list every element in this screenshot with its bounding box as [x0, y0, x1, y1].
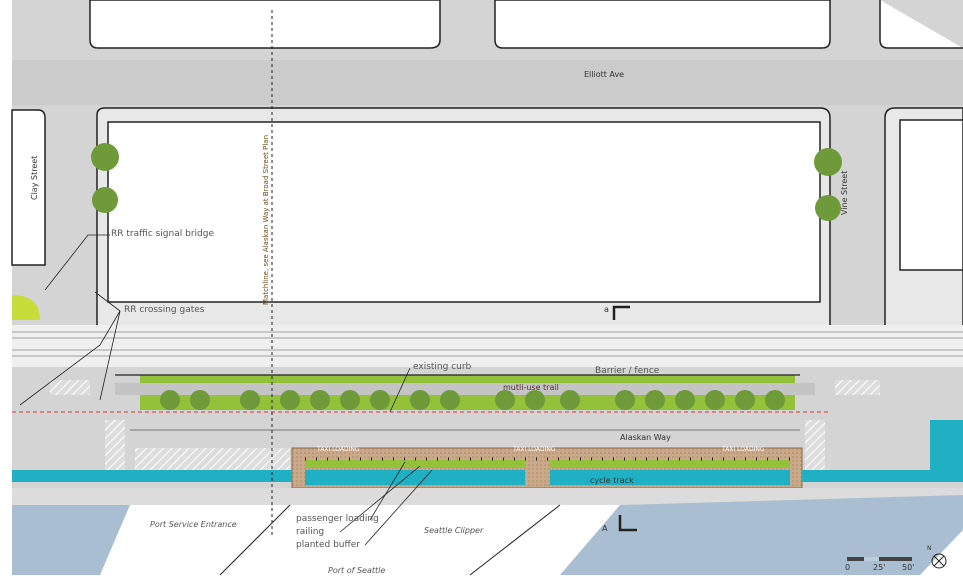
cycle-track — [12, 470, 292, 482]
street-label-alaskan: Alaskan Way — [620, 433, 671, 442]
tree-icon — [705, 390, 725, 410]
section-mark-A — [618, 515, 637, 532]
label-port-service-entrance: Port Service Entrance — [150, 520, 237, 529]
tree-icon — [735, 390, 755, 410]
tree-icon — [765, 390, 785, 410]
section-label-A: A — [602, 524, 608, 533]
crosswalk — [805, 420, 825, 470]
planted-buffer — [305, 460, 525, 468]
tree-icon — [410, 390, 430, 410]
pier-edge — [469, 504, 561, 576]
north-arrow-icon — [931, 553, 947, 569]
street-label-vine: Vine Street — [840, 170, 849, 215]
callout-passenger-loading: passenger loading — [296, 514, 379, 524]
planted-strip-lower — [140, 395, 795, 410]
callout-crossing-gates: RR crossing gates — [124, 305, 205, 315]
tree-icon — [675, 390, 695, 410]
hatched-area — [135, 448, 290, 473]
cycle-track — [305, 470, 525, 485]
taxi-loading-label: TAXI LOADING — [722, 446, 765, 453]
elliott-ave — [12, 60, 963, 105]
callout-existing-curb: existing curb — [413, 362, 472, 372]
rail-tracks — [12, 331, 963, 357]
callout-signal-bridge: RR traffic signal bridge — [111, 229, 214, 239]
block-top-mid — [494, 0, 831, 49]
planted-buffer — [550, 460, 790, 468]
label-port-of-seattle: Port of Seattle — [328, 566, 386, 575]
scale-label-50: 50' — [902, 563, 915, 572]
tree-icon — [615, 390, 635, 410]
tree-icon — [310, 390, 330, 410]
building-left — [11, 109, 46, 266]
block-top-left — [89, 0, 441, 49]
tree-icon — [815, 195, 841, 221]
tree-icon — [280, 390, 300, 410]
label-cycle-track: cycle track — [590, 476, 634, 485]
water-left — [12, 505, 130, 575]
block-top-right — [879, 0, 963, 49]
street-label-elliott: Elliott Ave — [584, 70, 625, 79]
pier-edge — [219, 504, 291, 576]
tree-icon — [92, 187, 118, 213]
tree-icon — [645, 390, 665, 410]
scale-bar — [847, 557, 864, 561]
tree-icon — [814, 148, 842, 176]
tree-icon — [495, 390, 515, 410]
section-label-a: a — [604, 305, 609, 314]
sidewalk — [12, 488, 963, 505]
crosswalk — [50, 380, 90, 395]
scale-bar — [864, 557, 879, 561]
rail-corridor — [12, 325, 963, 367]
callout-planted-buffer: planted buffer — [296, 540, 360, 550]
scale-bar — [879, 557, 912, 561]
planted-strip-upper — [140, 375, 795, 383]
taxi-loading-label: TAXI LOADING — [317, 446, 360, 453]
trees — [91, 143, 842, 410]
tree-icon — [560, 390, 580, 410]
crosswalk — [835, 380, 880, 395]
tree-icon — [370, 390, 390, 410]
planting-left — [12, 295, 40, 320]
scale-label-25: 25' — [873, 563, 886, 572]
tree-icon — [440, 390, 460, 410]
matchline-label: Matchline, see Alaskan Way at Broad Stre… — [262, 134, 270, 305]
tree-icon — [340, 390, 360, 410]
tree-icon — [91, 143, 119, 171]
tree-icon — [525, 390, 545, 410]
taxi-loading-label: TAXI LOADING — [513, 446, 556, 453]
leader-lines — [19, 234, 433, 546]
tree-icon — [190, 390, 210, 410]
crosswalk — [105, 420, 125, 470]
cycle-track — [550, 470, 790, 485]
street-label-clay: Clay Street — [30, 155, 39, 200]
section-mark-a — [612, 305, 630, 320]
label-trail: mutli-use trail — [503, 383, 559, 392]
cycle-track — [930, 420, 963, 470]
building — [107, 121, 821, 303]
scale-label-0: 0 — [845, 563, 851, 572]
tree-icon — [160, 390, 180, 410]
cycle-track — [802, 470, 963, 482]
north-label: N — [927, 545, 932, 552]
building-right — [899, 119, 963, 271]
water-right — [560, 495, 963, 575]
callout-railing: railing — [296, 527, 325, 537]
tree-icon — [240, 390, 260, 410]
callout-barrier: Barrier / fence — [595, 366, 660, 376]
label-seattle-clipper: Seattle Clipper — [424, 526, 484, 535]
